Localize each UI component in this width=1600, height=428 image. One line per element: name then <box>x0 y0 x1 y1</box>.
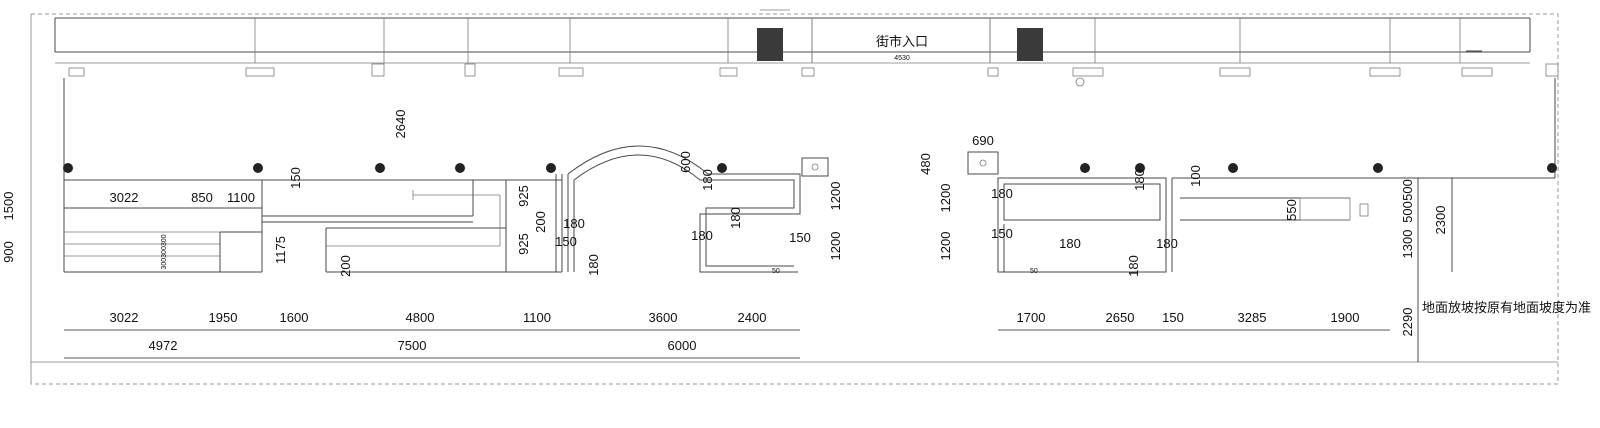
dim-4800: 4800 <box>406 310 435 325</box>
middle-section-lines: 50 <box>567 145 829 275</box>
right-d500a: 500 <box>1400 179 1415 201</box>
mid-h925b: 925 <box>516 233 531 255</box>
dim-1900: 1900 <box>1331 310 1360 325</box>
left-h150: 150 <box>288 167 303 189</box>
mid-d600: 600 <box>678 151 693 173</box>
right-d180e: 180 <box>1126 255 1141 277</box>
right-d100: 100 <box>1188 165 1203 187</box>
dim-7500: 7500 <box>398 338 427 353</box>
left-section-labels: 3022 850 1100 1500 900 1175 2640 150 200… <box>1 110 408 277</box>
dim-6000: 6000 <box>668 338 697 353</box>
mid-d180a: 180 <box>563 216 585 231</box>
right-d2300: 2300 <box>1433 206 1448 235</box>
left-stack: 300300300 <box>161 234 168 269</box>
mid-d150: 150 <box>555 234 577 249</box>
left-h1175: 1175 <box>273 236 288 264</box>
entrance-pillar-left <box>757 28 783 61</box>
right-d690: 690 <box>972 133 994 148</box>
right-d550: 550 <box>1284 199 1299 221</box>
entrance-pillar-right <box>1017 28 1043 61</box>
lamp-dots <box>63 163 1557 173</box>
right-d180a: 180 <box>991 186 1013 201</box>
left-section-lines <box>63 78 563 273</box>
dim-2400: 2400 <box>738 310 767 325</box>
washbasin-right <box>967 151 999 175</box>
right-d480: 480 <box>918 153 933 175</box>
left-h1500: 1500 <box>1 192 16 221</box>
dim-150: 150 <box>1162 310 1184 325</box>
ceiling-bracket-row <box>68 63 1559 87</box>
dim-3600: 3600 <box>649 310 678 325</box>
mid-tag: 50 <box>772 268 780 275</box>
mid-d1200a: 1200 <box>828 182 843 211</box>
right-d180b: 180 <box>1059 236 1081 251</box>
left-h200: 200 <box>338 255 353 277</box>
top-band <box>54 9 1531 64</box>
mid-d180d: 180 <box>728 207 743 229</box>
dim-3285: 3285 <box>1238 310 1267 325</box>
dim-1600: 1600 <box>280 310 309 325</box>
middle-labels: 925 200 925 180 150 180 600 180 180 180 … <box>516 151 843 276</box>
right-h1200a: 1200 <box>938 184 953 213</box>
dim-1700: 1700 <box>1017 310 1046 325</box>
left-w850: 850 <box>191 190 213 205</box>
dim-3022: 3022 <box>110 310 139 325</box>
mid-d180b: 180 <box>586 254 601 276</box>
washbasin-left <box>801 157 829 177</box>
right-section-labels: 690 480 1200 1200 180 150 180 180 180 18… <box>918 133 1448 336</box>
drain-circle <box>1075 77 1085 87</box>
row1-labels: 3022 1950 1600 4800 1100 3600 2400 1700 … <box>110 310 1360 325</box>
mid-d180e: 180 <box>691 228 713 243</box>
mid-h925a: 925 <box>516 185 531 207</box>
mid-d150b: 150 <box>789 230 811 245</box>
mid-d180c: 180 <box>700 169 715 191</box>
entrance-width: 4530 <box>894 55 910 62</box>
left-w3022: 3022 <box>110 190 139 205</box>
left-h900: 900 <box>1 241 16 263</box>
right-d500b: 500 <box>1400 201 1415 223</box>
left-w1100: 1100 <box>227 190 255 205</box>
left-h2640: 2640 <box>393 110 408 139</box>
row2-labels: 4972 7500 6000 <box>149 338 697 353</box>
right-d1300: 1300 <box>1400 230 1415 259</box>
slope-note: 地面放坡按原有地面坡度为准 <box>1422 300 1591 315</box>
mid-d1200b: 1200 <box>828 232 843 261</box>
mid-h200: 200 <box>533 211 548 233</box>
dim-1100: 1100 <box>523 310 551 325</box>
dim-2650: 2650 <box>1106 310 1135 325</box>
right-tag: 50 <box>1030 268 1038 275</box>
right-h1200b: 1200 <box>938 232 953 261</box>
dim-4972: 4972 <box>149 338 178 353</box>
right-d180c: 180 <box>1132 169 1147 191</box>
right-d150: 150 <box>991 226 1013 241</box>
entrance-label: 街市入口 <box>876 34 928 49</box>
dim-1950: 1950 <box>209 310 238 325</box>
right-d180d: 180 <box>1156 236 1178 251</box>
right-section-lines: 50 <box>967 78 1556 275</box>
right-d2290: 2290 <box>1400 308 1415 337</box>
